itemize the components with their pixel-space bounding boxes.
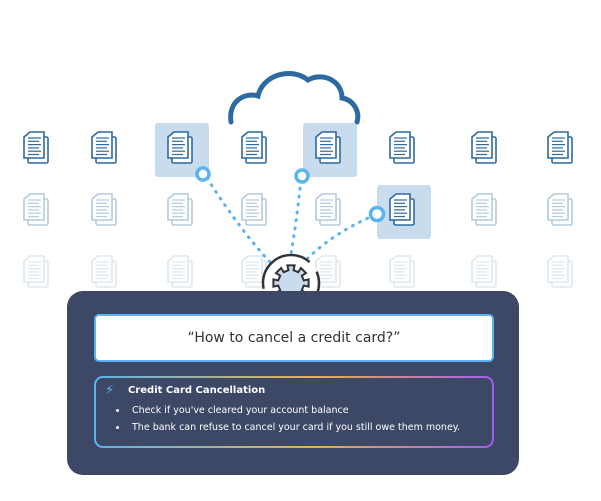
document-icon	[389, 255, 415, 288]
document-icon	[471, 255, 497, 288]
retrieval-node	[195, 166, 386, 223]
document-icon	[167, 193, 193, 226]
answer-bullet: The bank can refuse to cancel your card …	[128, 419, 484, 436]
document-icon	[315, 193, 341, 226]
document-icon	[241, 255, 267, 288]
document-icon	[241, 193, 267, 226]
connector-lines	[205, 176, 377, 264]
document-icon	[23, 131, 49, 164]
document-icon	[315, 255, 341, 288]
document-icon	[167, 131, 193, 164]
document-icon	[547, 255, 573, 288]
lightning-icon: ⚡︎	[105, 383, 115, 398]
document-icon	[471, 193, 497, 226]
document-icon	[91, 193, 117, 226]
document-icon	[91, 255, 117, 288]
document-icon	[91, 131, 117, 164]
document-icon	[241, 131, 267, 164]
cloud-icon	[228, 70, 361, 125]
query-box[interactable]: “How to cancel a credit card?”	[94, 314, 494, 362]
document-icon	[23, 255, 49, 288]
document-icon	[389, 193, 415, 226]
answer-title: Credit Card Cancellation	[128, 385, 266, 396]
document-icon	[389, 131, 415, 164]
document-icon	[471, 131, 497, 164]
document-icon	[547, 131, 573, 164]
document-icon	[547, 193, 573, 226]
document-icon	[315, 131, 341, 164]
answer-card: ⚡︎ Credit Card Cancellation Check if you…	[94, 376, 494, 448]
document-icon	[167, 255, 193, 288]
document-icon	[23, 193, 49, 226]
answer-bullet: Check if you've cleared your account bal…	[128, 402, 484, 419]
query-text: “How to cancel a credit card?”	[187, 330, 401, 346]
